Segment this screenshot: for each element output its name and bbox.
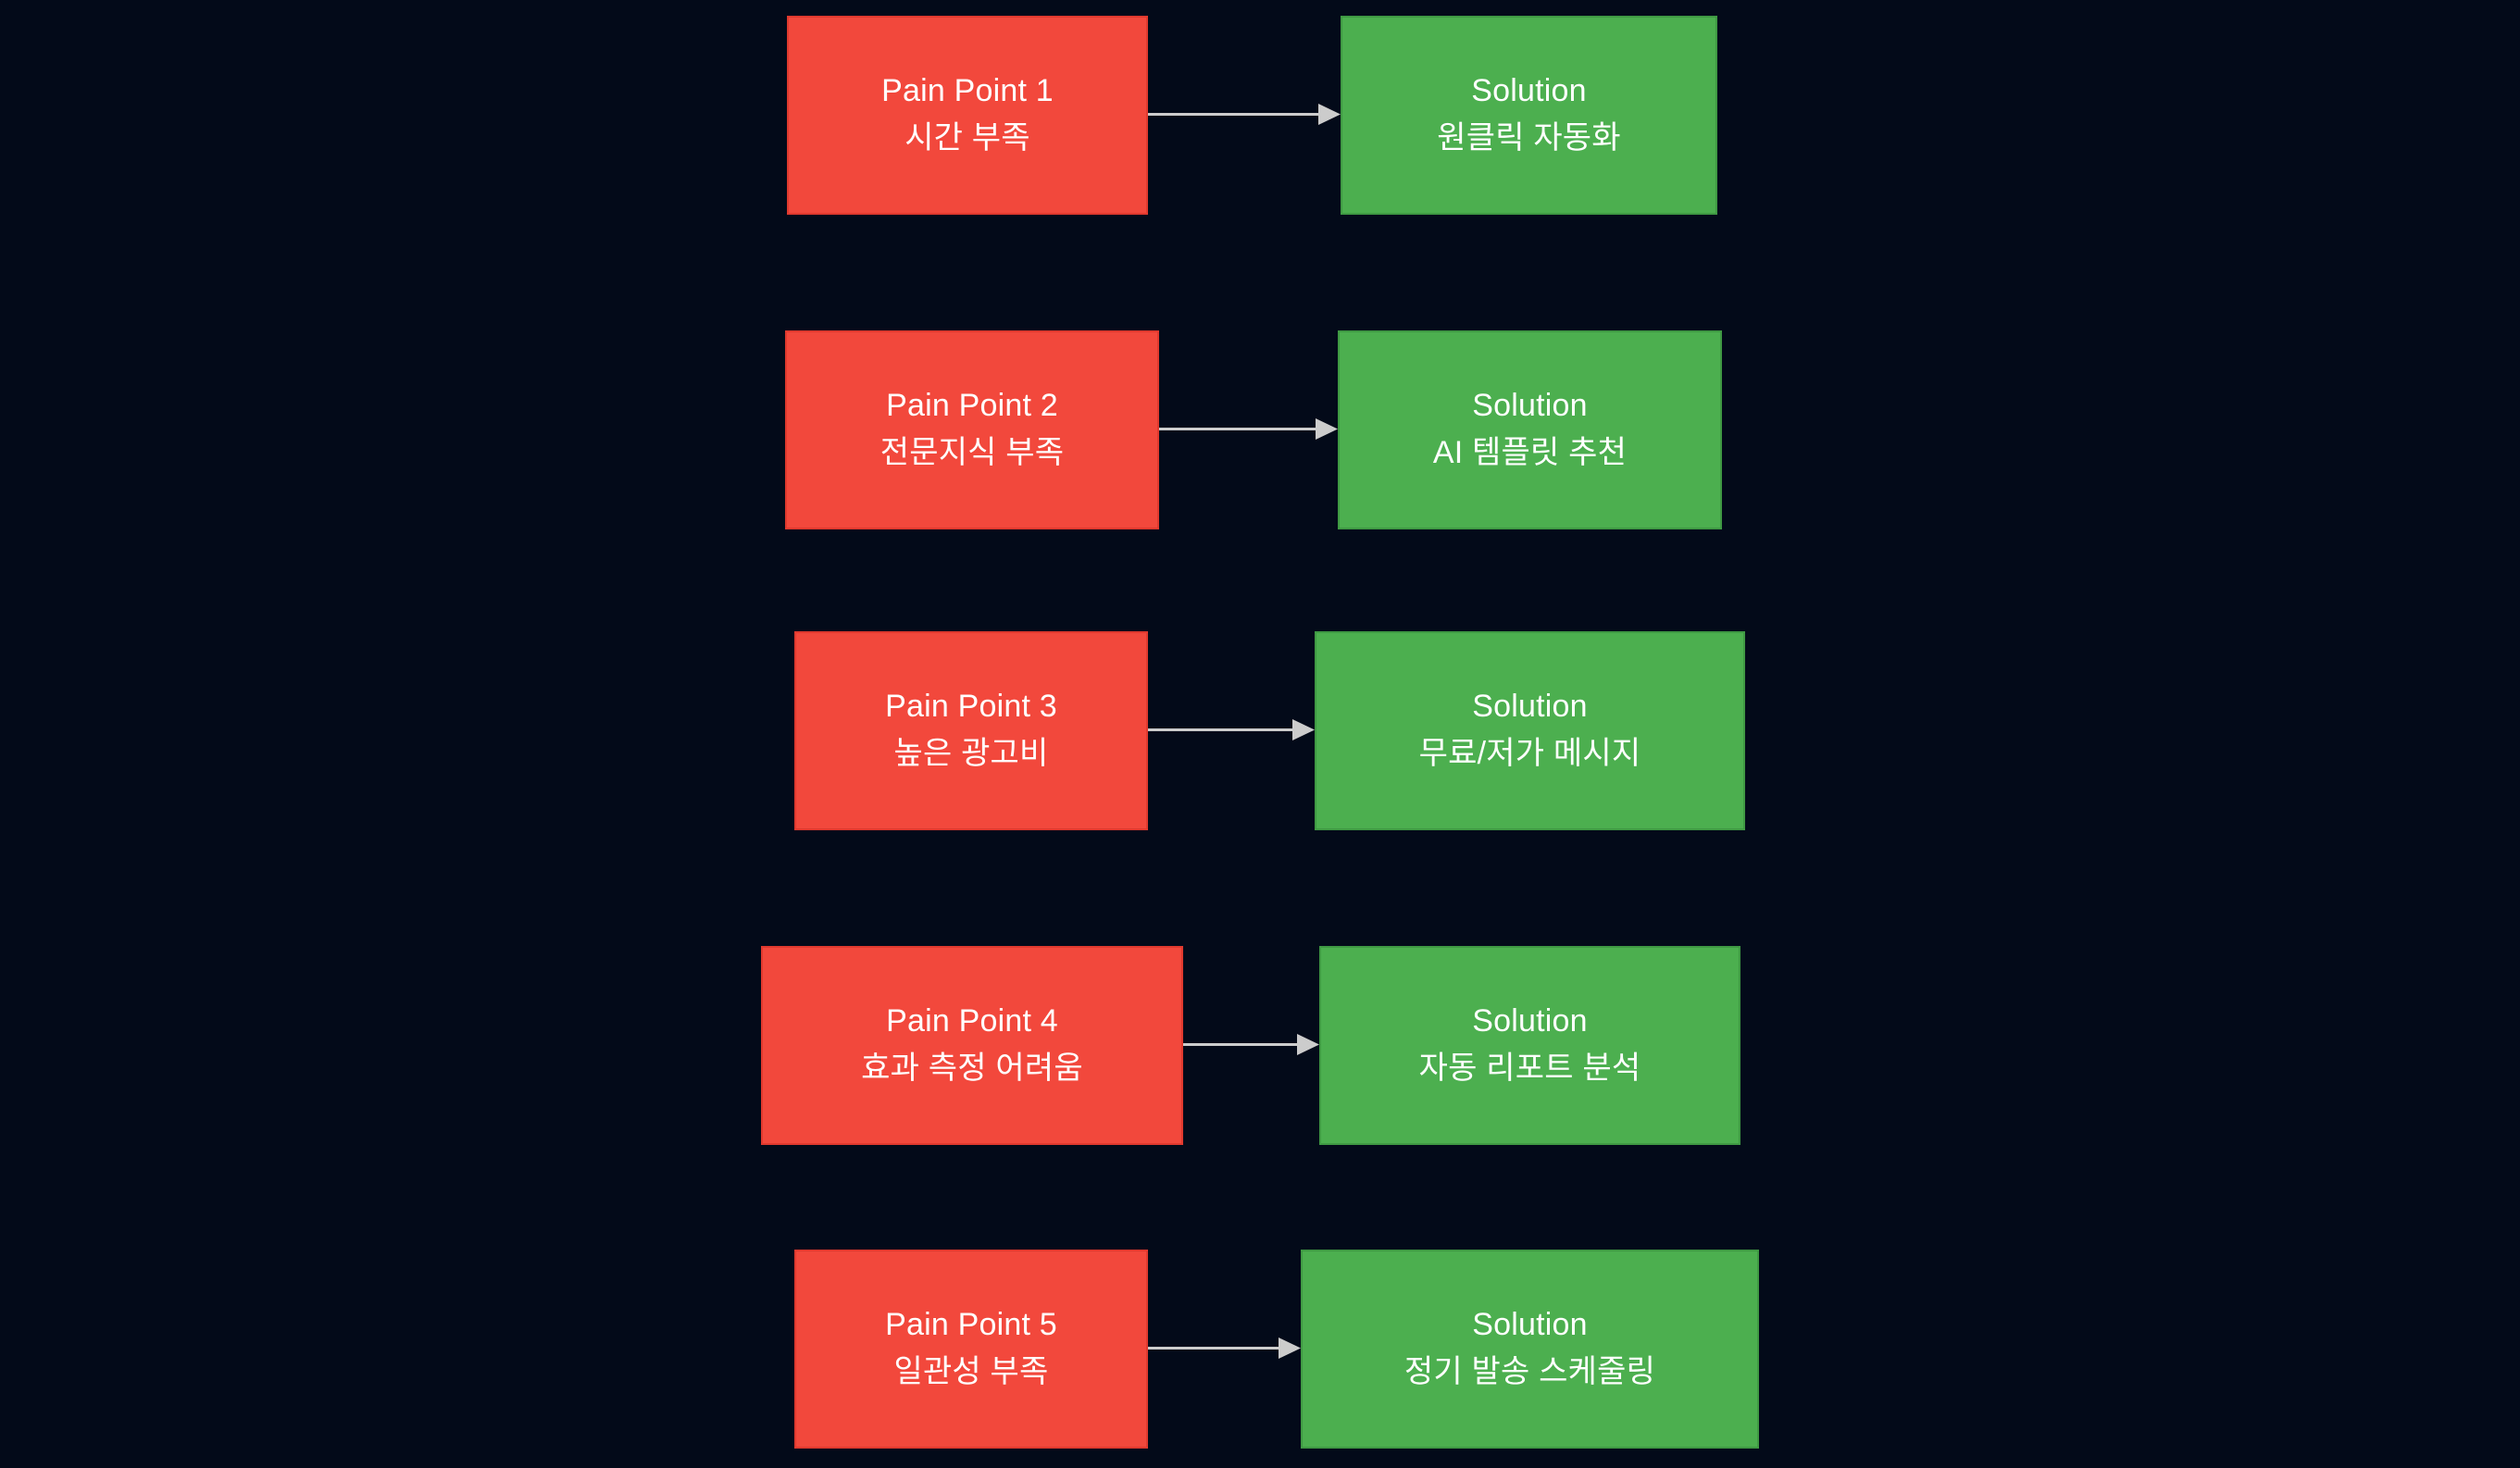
pain-point-box-1[interactable]: Pain Point 1 시간 부족 [787, 16, 1148, 215]
flow-row-1: Pain Point 1 시간 부족 Solution 원클릭 자동화 [0, 16, 2520, 215]
solution-detail-3: 무료/저가 메시지 [1418, 736, 1641, 771]
solution-box-1[interactable]: Solution 원클릭 자동화 [1341, 16, 1717, 215]
flow-row-5: Pain Point 5 일관성 부족 Solution 정기 발송 스케줄링 [0, 1250, 2520, 1449]
pain-point-title-2: Pain Point 2 [886, 388, 1058, 424]
pain-point-detail-3: 높은 광고비 [893, 736, 1049, 771]
arrow-icon-3 [1148, 718, 1315, 742]
arrow-icon-4 [1183, 1033, 1319, 1057]
pain-point-title-4: Pain Point 4 [886, 1003, 1058, 1039]
solution-box-2[interactable]: Solution AI 템플릿 추천 [1338, 330, 1722, 529]
pain-point-box-4[interactable]: Pain Point 4 효과 측정 어려움 [761, 946, 1183, 1145]
solution-title-2: Solution [1472, 388, 1588, 424]
pain-point-title-1: Pain Point 1 [881, 73, 1054, 109]
solution-title-1: Solution [1471, 73, 1587, 109]
pain-point-detail-1: 시간 부족 [904, 120, 1030, 156]
flow-row-2: Pain Point 2 전문지식 부족 Solution AI 템플릿 추천 [0, 330, 2520, 529]
solution-box-4[interactable]: Solution 자동 리포트 분석 [1319, 946, 1740, 1145]
solution-title-4: Solution [1472, 1003, 1588, 1039]
pain-point-box-2[interactable]: Pain Point 2 전문지식 부족 [785, 330, 1159, 529]
solution-title-5: Solution [1472, 1307, 1588, 1343]
pain-point-box-3[interactable]: Pain Point 3 높은 광고비 [794, 631, 1148, 830]
pain-point-detail-2: 전문지식 부족 [880, 435, 1065, 470]
solution-detail-1: 원클릭 자동화 [1437, 120, 1621, 156]
solution-title-3: Solution [1472, 689, 1588, 725]
pain-point-box-5[interactable]: Pain Point 5 일관성 부족 [794, 1250, 1148, 1449]
solution-box-3[interactable]: Solution 무료/저가 메시지 [1315, 631, 1745, 830]
arrow-icon-5 [1148, 1337, 1301, 1361]
pain-point-title-5: Pain Point 5 [885, 1307, 1057, 1343]
flow-row-4: Pain Point 4 효과 측정 어려움 Solution 자동 리포트 분석 [0, 946, 2520, 1145]
solution-detail-5: 정기 발송 스케줄링 [1403, 1354, 1656, 1389]
solution-box-5[interactable]: Solution 정기 발송 스케줄링 [1301, 1250, 1759, 1449]
pain-point-title-3: Pain Point 3 [885, 689, 1057, 725]
pain-point-detail-4: 효과 측정 어려움 [861, 1051, 1083, 1086]
solution-detail-4: 자동 리포트 분석 [1418, 1051, 1641, 1086]
pain-point-detail-5: 일관성 부족 [893, 1354, 1049, 1389]
arrow-icon-1 [1148, 103, 1341, 127]
solution-detail-2: AI 템플릿 추천 [1432, 435, 1628, 470]
flow-row-3: Pain Point 3 높은 광고비 Solution 무료/저가 메시지 [0, 631, 2520, 830]
arrow-icon-2 [1159, 417, 1338, 442]
